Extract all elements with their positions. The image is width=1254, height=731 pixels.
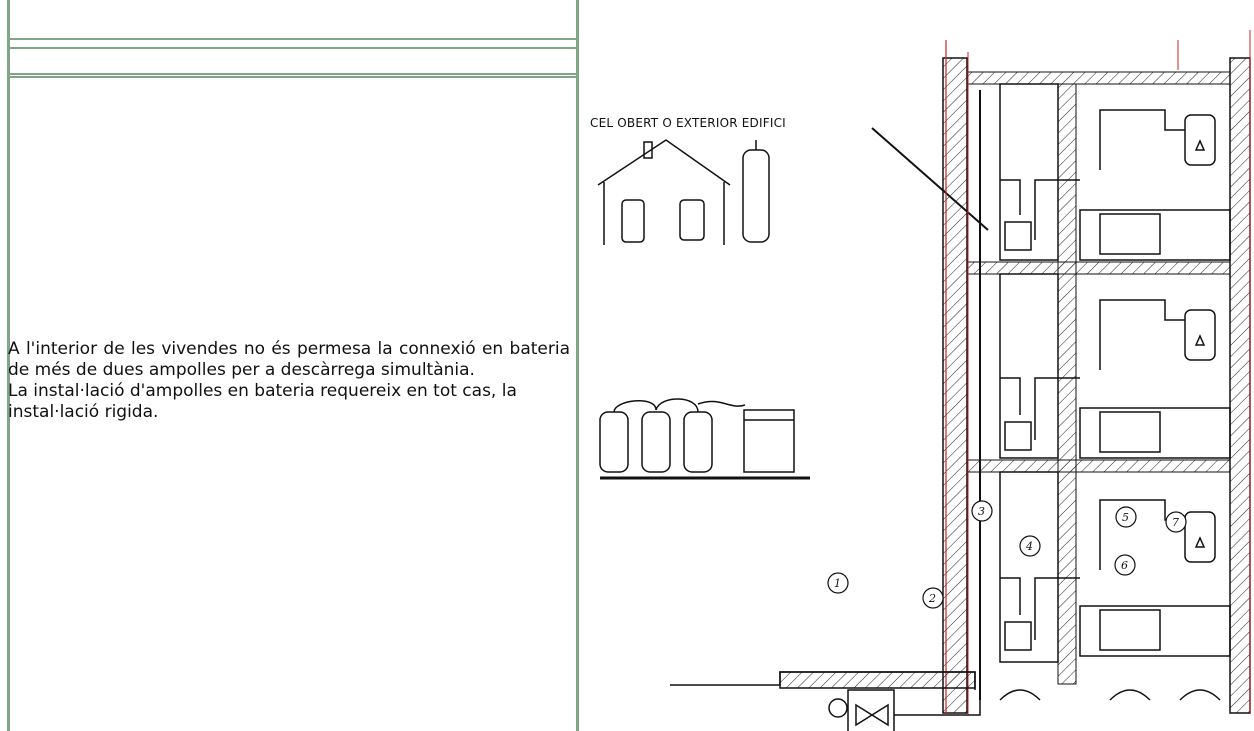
house-icon — [597, 139, 770, 245]
building-walls — [942, 30, 1251, 714]
leader-line — [871, 127, 989, 231]
frame-border-right — [576, 0, 579, 731]
frame-rule — [7, 73, 579, 75]
frame-border-left — [7, 0, 10, 731]
paragraph-rigid-installation: La instal·lació d'ampolles en bateria re… — [8, 381, 517, 422]
callout-4: 4 — [1025, 540, 1033, 553]
paragraph-battery-limit: A l'interior de les vivendes no és perme… — [8, 339, 570, 380]
text-frame: A l'interior de les vivendes no és perme… — [0, 0, 580, 731]
cylinder-battery-icon — [599, 398, 810, 480]
callout-1: 1 — [834, 577, 841, 590]
callout-6: 6 — [1121, 559, 1128, 572]
description-text: A l'interior de les vivendes no és perme… — [8, 339, 570, 423]
callout-2: 2 — [928, 592, 936, 605]
frame-rule — [7, 38, 579, 40]
frame-rule — [7, 76, 579, 78]
ground-and-main-valve — [670, 671, 1221, 731]
frame-rule — [7, 47, 579, 49]
callout-markers: 1 2 3 4 5 6 7 — [827, 500, 1187, 609]
callout-3: 3 — [978, 505, 985, 518]
floor-unit — [999, 273, 1231, 459]
callout-7: 7 — [1172, 516, 1179, 529]
diagram-label: CEL OBERT O EXTERIOR EDIFICI — [590, 116, 786, 130]
gas-installation-diagram: CEL OBERT O EXTERIOR EDIFICI — [580, 0, 1254, 731]
floor-unit — [999, 83, 1231, 261]
callout-5: 5 — [1122, 511, 1129, 524]
